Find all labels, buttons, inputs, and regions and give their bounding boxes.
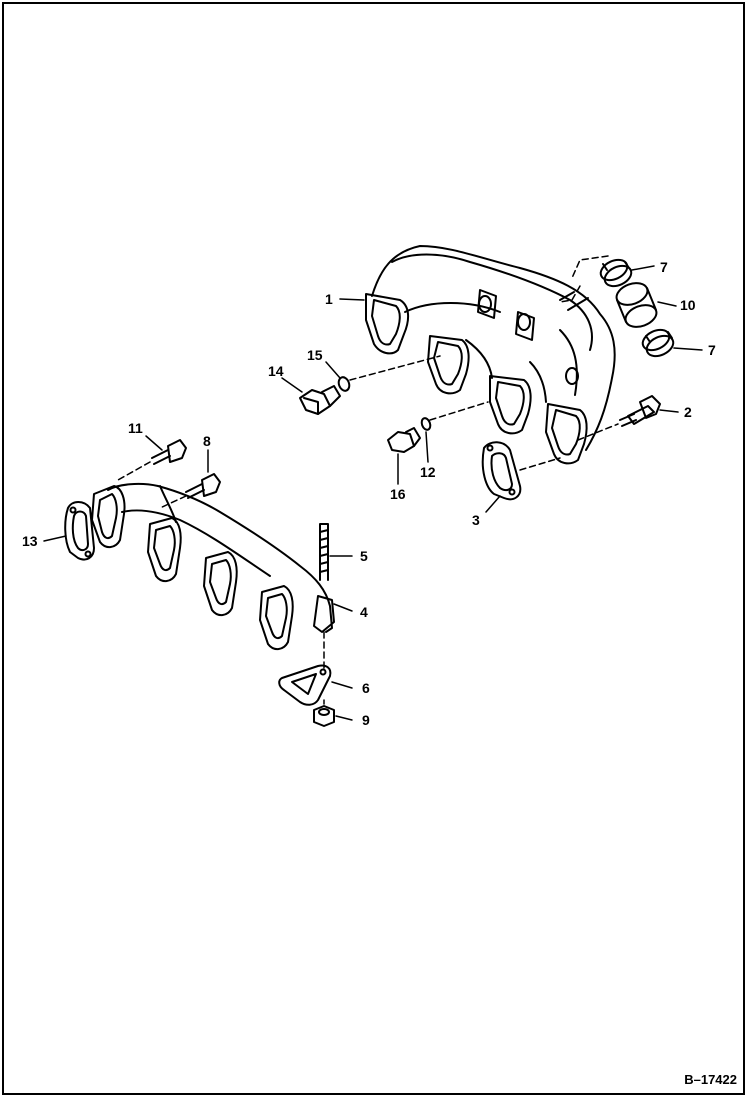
lower-gasket [64, 501, 95, 561]
hose-connection-line [559, 255, 609, 303]
callout-14: 14 [268, 363, 284, 379]
washer-12 [420, 417, 432, 431]
bolt-11 [151, 439, 187, 465]
hose-assembly [599, 258, 675, 358]
upper-gasket [481, 441, 522, 501]
callout-8: 8 [203, 433, 211, 449]
callout-5: 5 [360, 548, 368, 564]
callout-4: 4 [360, 604, 368, 620]
bolt-2 [619, 395, 661, 427]
plate-6 [278, 664, 332, 706]
callout-12: 12 [420, 464, 436, 480]
bolt-8 [185, 473, 221, 499]
stud-5 [319, 523, 329, 581]
callout-3: 3 [472, 512, 480, 528]
callout-11: 11 [128, 420, 143, 436]
callout-2: 2 [684, 404, 692, 420]
lower-manifold [91, 482, 335, 650]
leader-lines [43, 265, 703, 721]
callout-13: 13 [22, 533, 38, 549]
callout-16: 16 [390, 486, 406, 502]
plug-16 [387, 427, 421, 453]
callout-1: 1 [325, 291, 333, 307]
upper-manifold [365, 245, 616, 465]
callout-10: 10 [680, 297, 696, 313]
plug-14 [299, 385, 341, 415]
washer-15 [337, 376, 351, 392]
callout-7-upper: 7 [660, 259, 668, 275]
nut-9 [313, 705, 335, 727]
figure-number: B–17422 [684, 1072, 737, 1087]
callout-15: 15 [307, 347, 323, 363]
callout-7-lower: 7 [708, 342, 716, 358]
callout-6: 6 [362, 680, 370, 696]
callout-9: 9 [362, 712, 370, 728]
